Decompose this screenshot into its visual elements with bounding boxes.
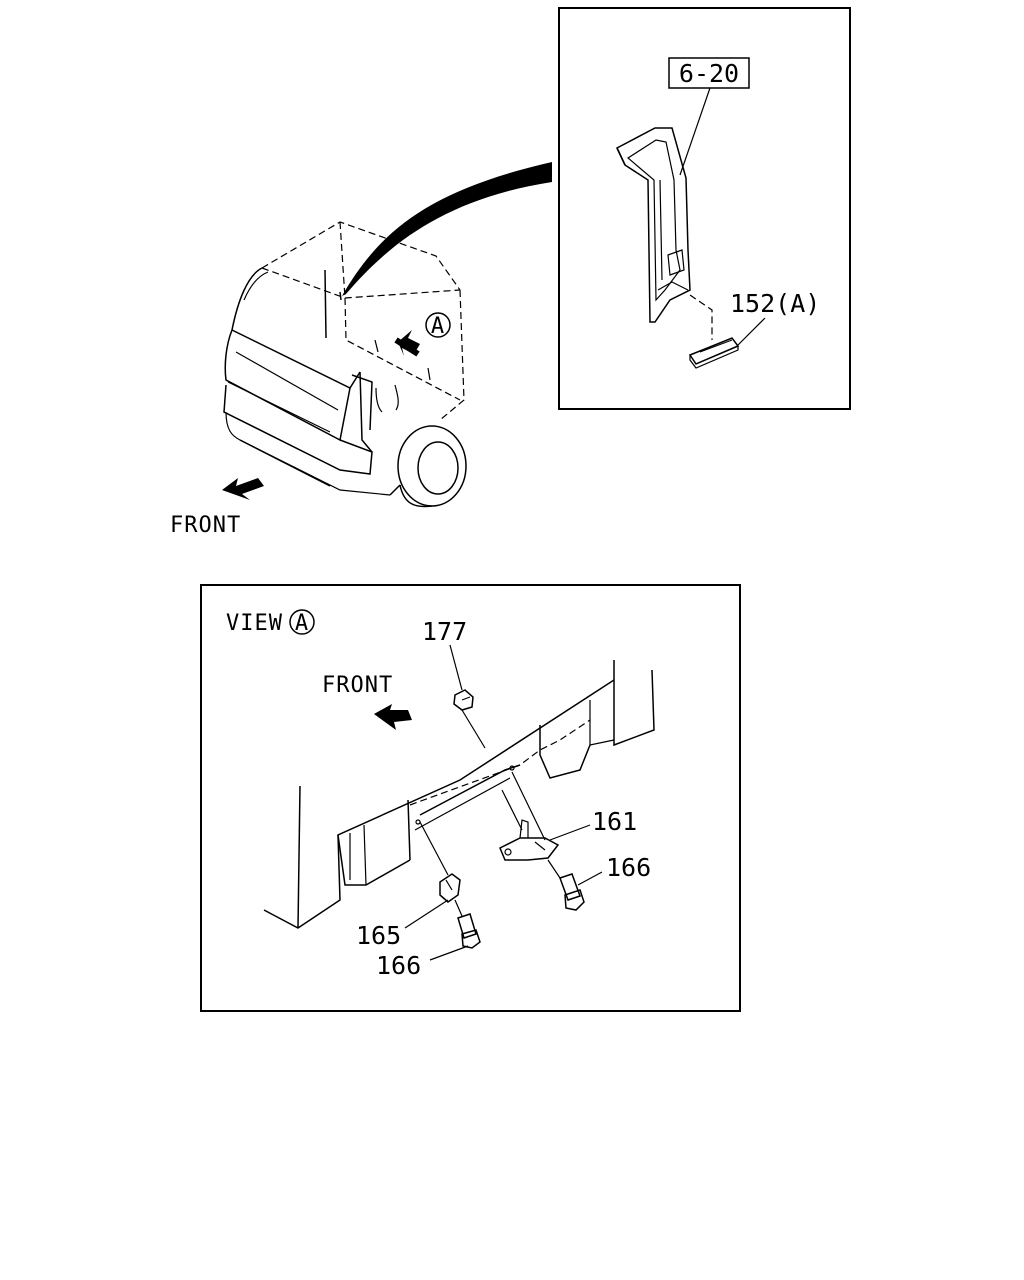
view-title-prefix: VIEW — [226, 611, 283, 636]
leader-161-up2 — [501, 789, 523, 831]
truck-cab-illustration — [223, 221, 467, 508]
leader-166-left — [429, 945, 469, 961]
front-arrow-view-icon — [374, 704, 412, 730]
clip-152-part — [688, 337, 740, 369]
leader-177 — [449, 644, 463, 691]
bolt-166-left-part — [457, 913, 481, 949]
view-a-arrow-icon — [394, 330, 420, 357]
part-label-177: 177 — [422, 617, 467, 646]
leader-165-up — [419, 821, 449, 876]
view-a-marker: A — [431, 314, 445, 339]
part-label-166-left: 166 — [376, 951, 421, 980]
view-title-marker: A — [295, 611, 309, 636]
front-label-view: FRONT — [322, 673, 393, 698]
ref-label-6-20: 6-20 — [679, 59, 739, 88]
part-label-166-right: 166 — [606, 853, 651, 882]
bolt-166-right-part — [559, 873, 585, 911]
part-label-152a: 152(A) — [730, 289, 820, 318]
pillar-trim-panel — [616, 127, 691, 323]
view-a-panel-frame — [200, 584, 741, 1012]
leader-166-left-up — [454, 899, 463, 917]
front-arrow-icon — [222, 478, 264, 500]
clip-165-part — [439, 873, 461, 903]
view-title-circle — [289, 609, 315, 635]
part-label-165: 165 — [356, 921, 401, 950]
leader-165 — [404, 899, 449, 929]
callout-swoosh — [342, 162, 552, 296]
front-label-upper: FRONT — [170, 513, 241, 538]
leader-161-up — [511, 771, 546, 841]
nut-177-part — [453, 689, 474, 711]
leader-177-down — [461, 709, 486, 749]
leader-152 — [737, 317, 766, 346]
leader-161 — [549, 824, 591, 841]
leader-166-right — [577, 871, 603, 886]
ref-label-box — [668, 57, 750, 89]
detail-inset-frame — [558, 7, 851, 410]
leader-166-right-up — [547, 859, 561, 879]
view-a-circle — [425, 312, 451, 338]
leader-dashed-152 — [689, 294, 713, 340]
chassis-frame-structure — [263, 660, 655, 929]
leader-6-20 — [679, 87, 711, 176]
bracket-161-part — [499, 819, 560, 861]
part-label-161: 161 — [592, 807, 637, 836]
